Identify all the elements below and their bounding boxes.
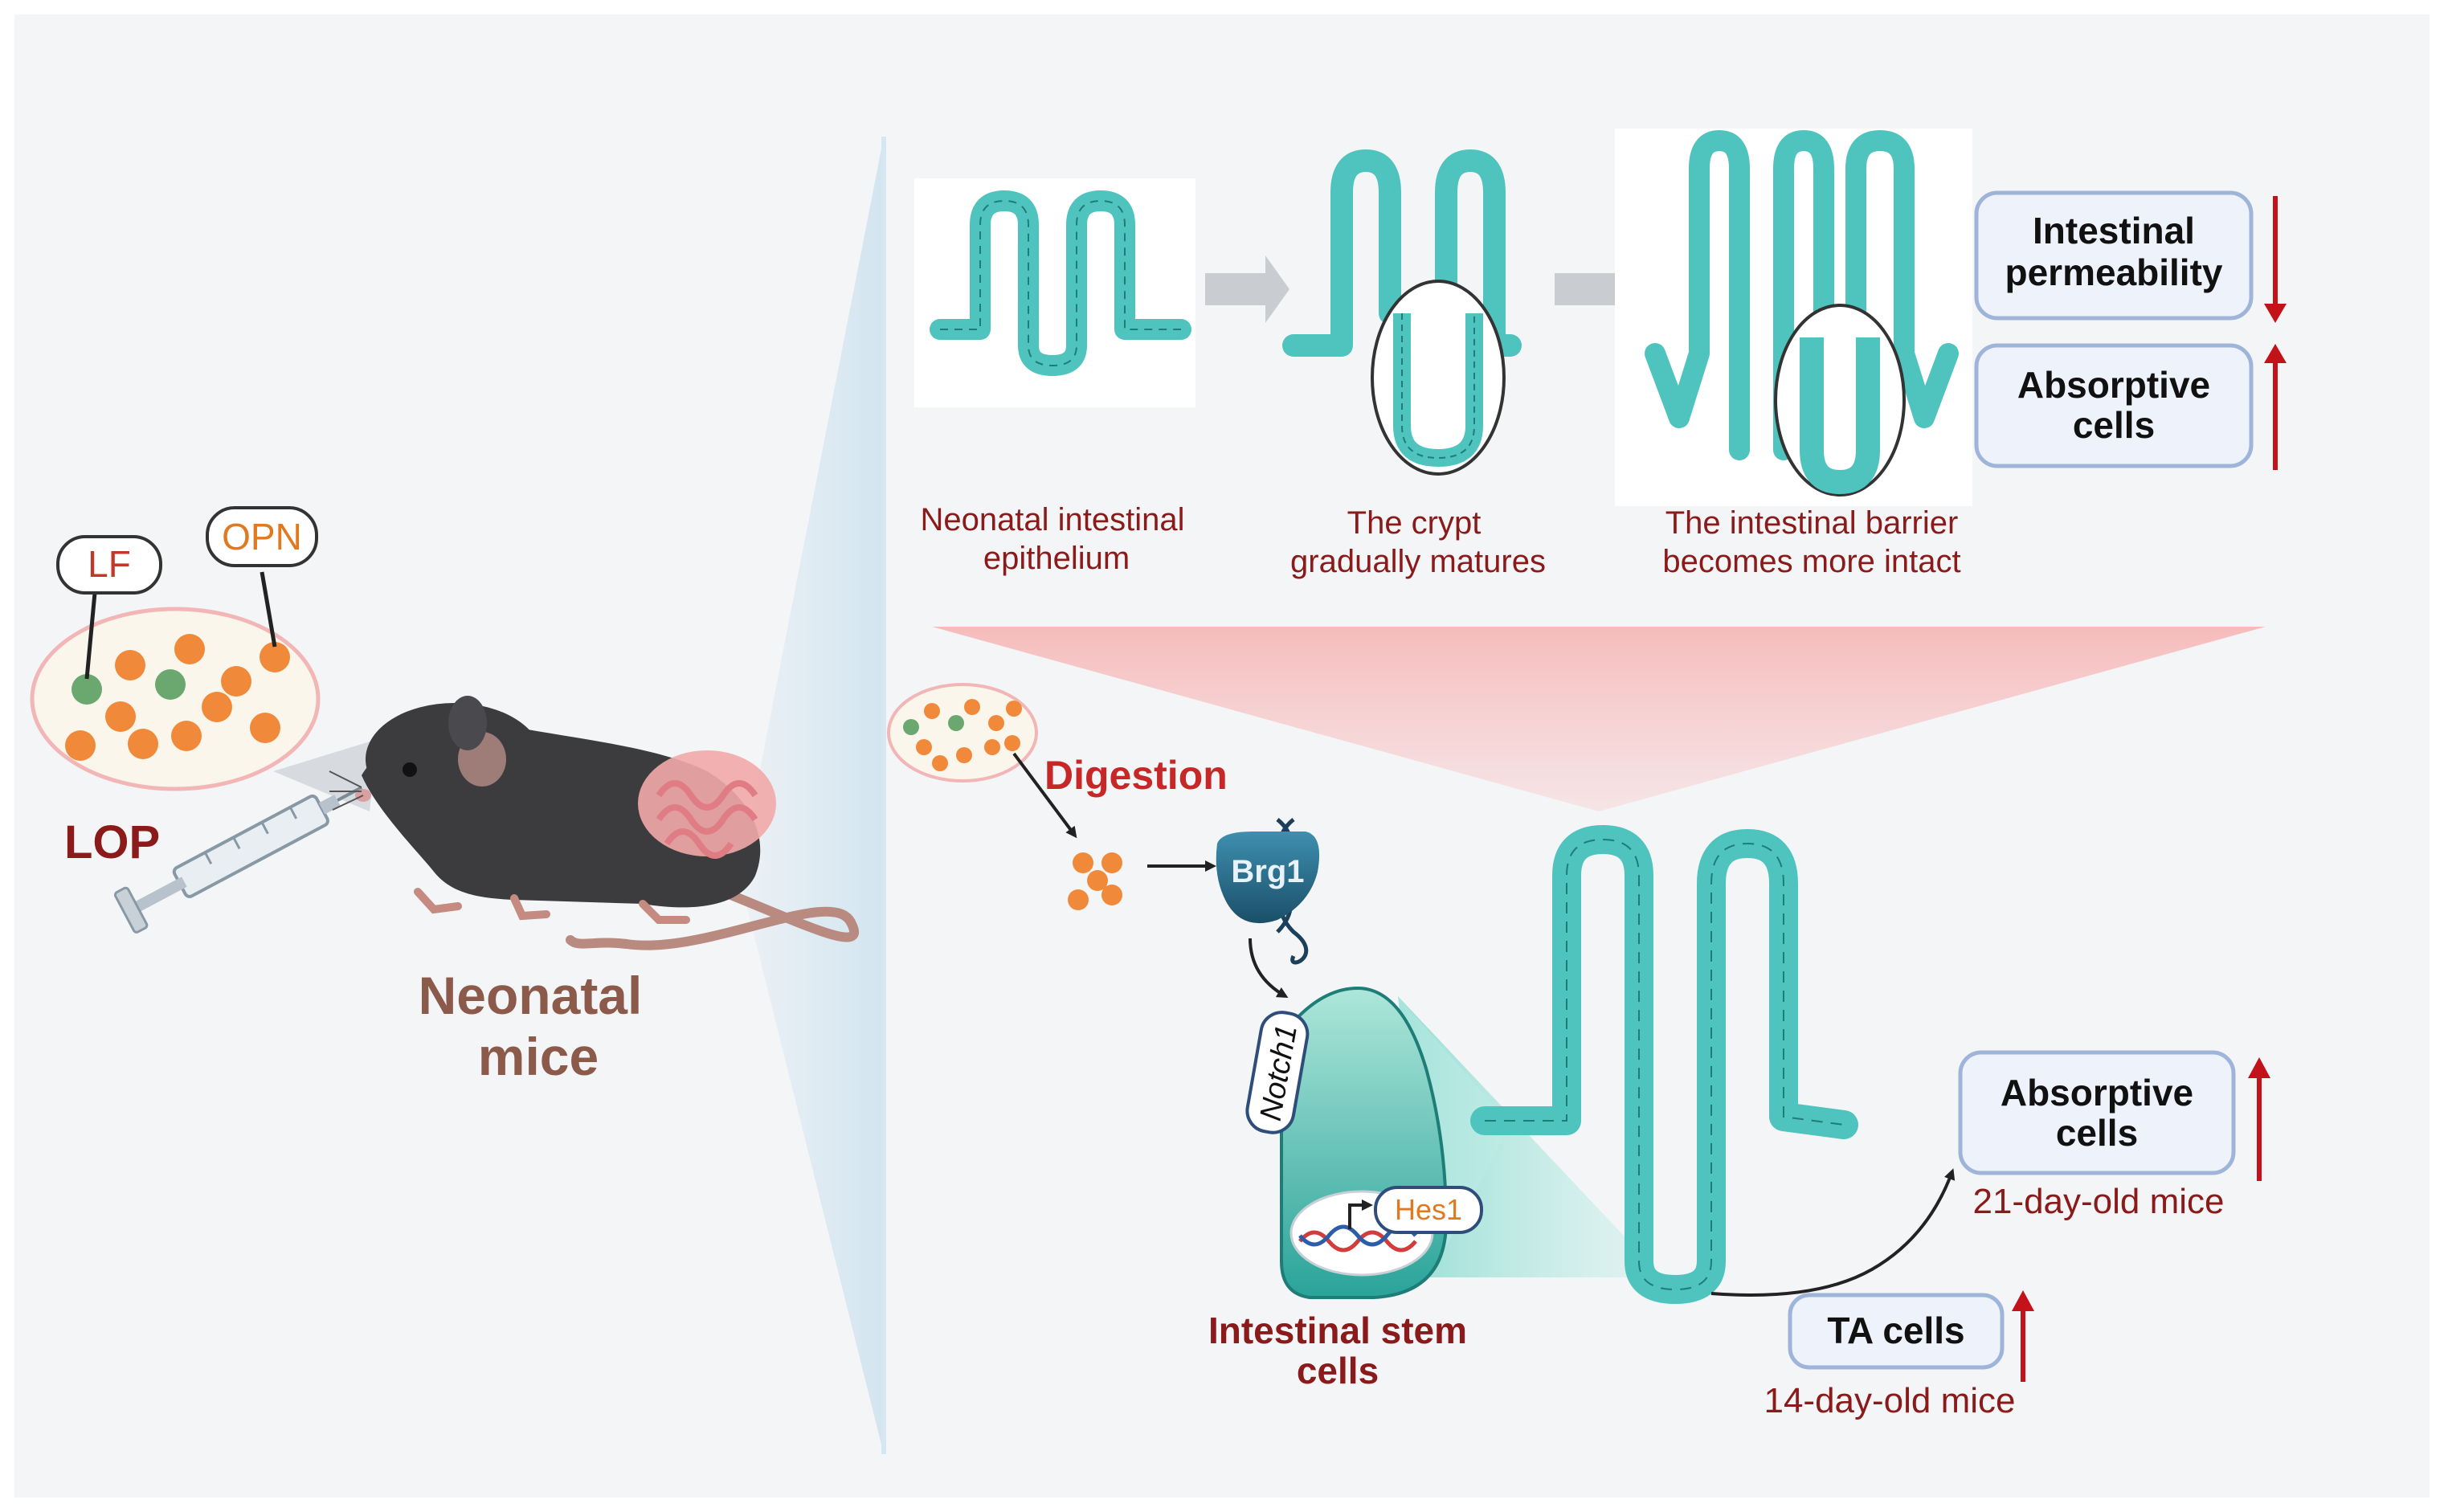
top-absorptive-line2: cells	[2073, 404, 2155, 446]
differentiation-arrow	[1710, 1168, 1956, 1297]
bottom-absorptive-box	[1958, 1050, 2236, 1175]
to-stem-arrow	[1249, 938, 1289, 998]
zoom-wedge	[739, 137, 884, 1454]
ta-cells-box	[1788, 1293, 2005, 1370]
red-beam	[932, 627, 2266, 811]
syringe-icon	[113, 786, 363, 934]
mice-label-line2: mice	[478, 1027, 599, 1086]
permeability-box	[1974, 190, 2254, 321]
barrier-magnifier	[1774, 304, 1906, 497]
brg1-protein	[1216, 832, 1320, 924]
permeability-line2: permeability	[2005, 251, 2223, 293]
absorptive-age: 21-day-old mice	[1972, 1182, 2224, 1221]
opn-pointer	[260, 571, 277, 648]
lf-particle	[72, 674, 102, 705]
mouse-icon	[329, 696, 859, 950]
lop-label: LOP	[64, 816, 160, 868]
digested-particles	[1068, 852, 1122, 910]
hes1-label: Hes1	[1395, 1193, 1462, 1226]
digestion-bubble	[887, 683, 1038, 783]
stage2-label-line1: The crypt	[1347, 505, 1482, 541]
opn-particle	[260, 642, 290, 672]
ta-age: 14-day-old mice	[1764, 1381, 2015, 1420]
lf-label: LF	[88, 543, 131, 585]
digestion-label: Digestion	[1044, 753, 1228, 798]
stem-label-line1: Intestinal stem	[1208, 1310, 1467, 1351]
stage-arrow-1	[1205, 255, 1289, 323]
notch1-tag: Notch1	[1245, 1011, 1310, 1134]
hes1-tag	[1374, 1186, 1483, 1234]
ta-cells-label: TA cells	[1827, 1310, 1964, 1351]
opn-particle	[65, 730, 96, 761]
lf-particle	[155, 669, 186, 700]
opn-particle	[115, 650, 145, 680]
stage3-epithelium	[1645, 130, 1959, 460]
opn-particle	[202, 692, 232, 722]
mice-label-line1: Neonatal	[419, 966, 643, 1025]
bottom-absorptive-line2: cells	[2056, 1112, 2138, 1154]
lf-pointer	[84, 592, 97, 680]
opn-tag	[206, 506, 318, 567]
lf-tag	[56, 535, 162, 595]
opn-particle	[171, 721, 202, 751]
top-absorptive-box	[1974, 343, 2254, 468]
opn-label: OPN	[222, 516, 302, 558]
permeability-line1: Intestinal	[2033, 210, 2195, 251]
opn-particle	[174, 634, 205, 664]
stage1-label-line1: Neonatal intestinal	[920, 502, 1184, 537]
digestion-arrow	[1012, 752, 1077, 839]
stage2-epithelium	[1282, 149, 1522, 357]
stage2-label-line2: gradually matures	[1290, 544, 1546, 579]
opn-particle	[221, 666, 251, 697]
opn-particle	[128, 729, 158, 759]
dna-strand-icon	[1298, 1230, 1417, 1253]
top-absorptive-line1: Absorptive	[2017, 364, 2210, 406]
bottom-absorptive-line1: Absorptive	[2001, 1072, 2193, 1114]
crypt-magnifier	[1371, 280, 1506, 476]
stage3-label-line2: becomes more intact	[1662, 544, 1960, 579]
stage3-label-line1: The intestinal barrier	[1665, 505, 1959, 541]
opn-particle	[250, 713, 280, 743]
brg1-label: Brg1	[1231, 854, 1304, 889]
transcription-arrow-icon	[1348, 1199, 1373, 1229]
lop-bubble	[30, 607, 378, 811]
opn-particle	[105, 701, 136, 732]
barrier-inner	[1800, 337, 1880, 495]
stem-label-line2: cells	[1297, 1350, 1379, 1391]
stage1-label-line2: epithelium	[983, 541, 1130, 576]
